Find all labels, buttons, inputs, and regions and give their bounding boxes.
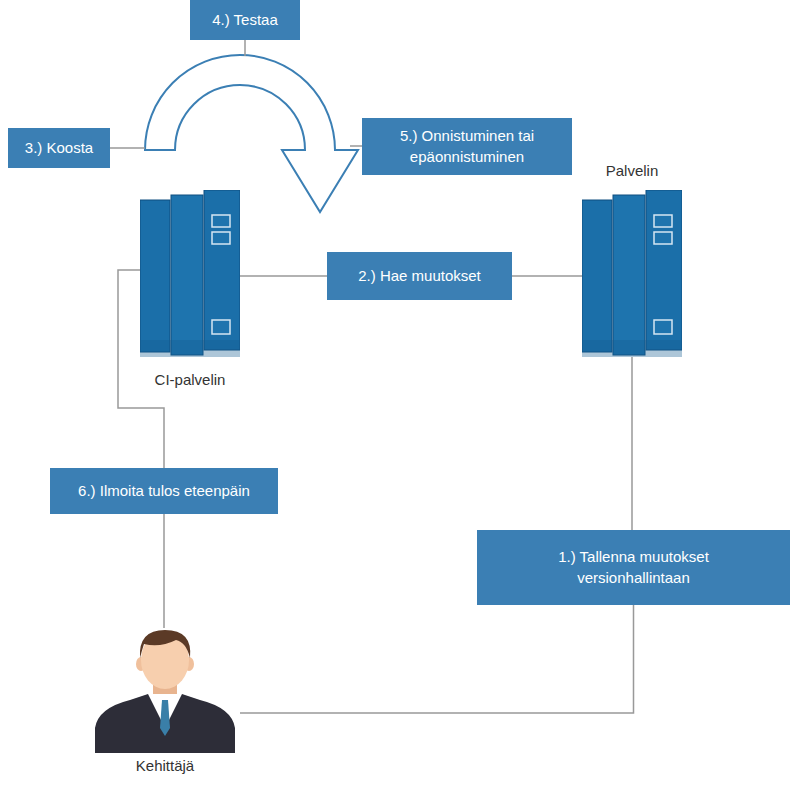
cycle-arrow (145, 55, 358, 212)
person-icon-shape (90, 628, 240, 753)
connector-line (240, 275, 327, 277)
server-icon-shape (140, 190, 240, 357)
step-label: 3.) Koosta (25, 138, 93, 158)
leader-line (244, 40, 246, 56)
server-icon-shape (582, 190, 682, 357)
step-box: 1.) Tallenna muutokset versionhallintaan (477, 530, 790, 605)
step-box: 2.) Hae muutokset (327, 252, 512, 300)
connector-line (631, 357, 633, 530)
connector-line (512, 275, 582, 277)
step-label: 4.) Testaa (212, 10, 278, 30)
step-label: 2.) Hae muutokset (358, 266, 481, 286)
step-box: 3.) Koosta (8, 128, 110, 168)
developer-figure: Kehittäjä (90, 628, 240, 775)
server-icon: CI-palvelin (140, 190, 240, 389)
step-box: 6.) Ilmoita tulos eteenpäin (50, 468, 278, 514)
icon-label: Palvelin (582, 162, 682, 180)
step-label: 6.) Ilmoita tulos eteenpäin (78, 481, 250, 501)
leader-line (350, 145, 362, 147)
server-icon: Palvelin (582, 162, 682, 357)
leader-line (110, 147, 145, 149)
connector-line (240, 605, 634, 713)
step-label: 5.) Onnistuminen tai epäonnistuminen (376, 126, 558, 167)
icon-label: Kehittäjä (90, 757, 240, 775)
icon-label: CI-palvelin (140, 371, 240, 389)
step-box: 5.) Onnistuminen tai epäonnistuminen (362, 118, 572, 175)
connector-line (163, 514, 165, 628)
step-label: 1.) Tallenna muutokset versionhallintaan (537, 547, 730, 588)
step-box: 4.) Testaa (190, 0, 300, 40)
